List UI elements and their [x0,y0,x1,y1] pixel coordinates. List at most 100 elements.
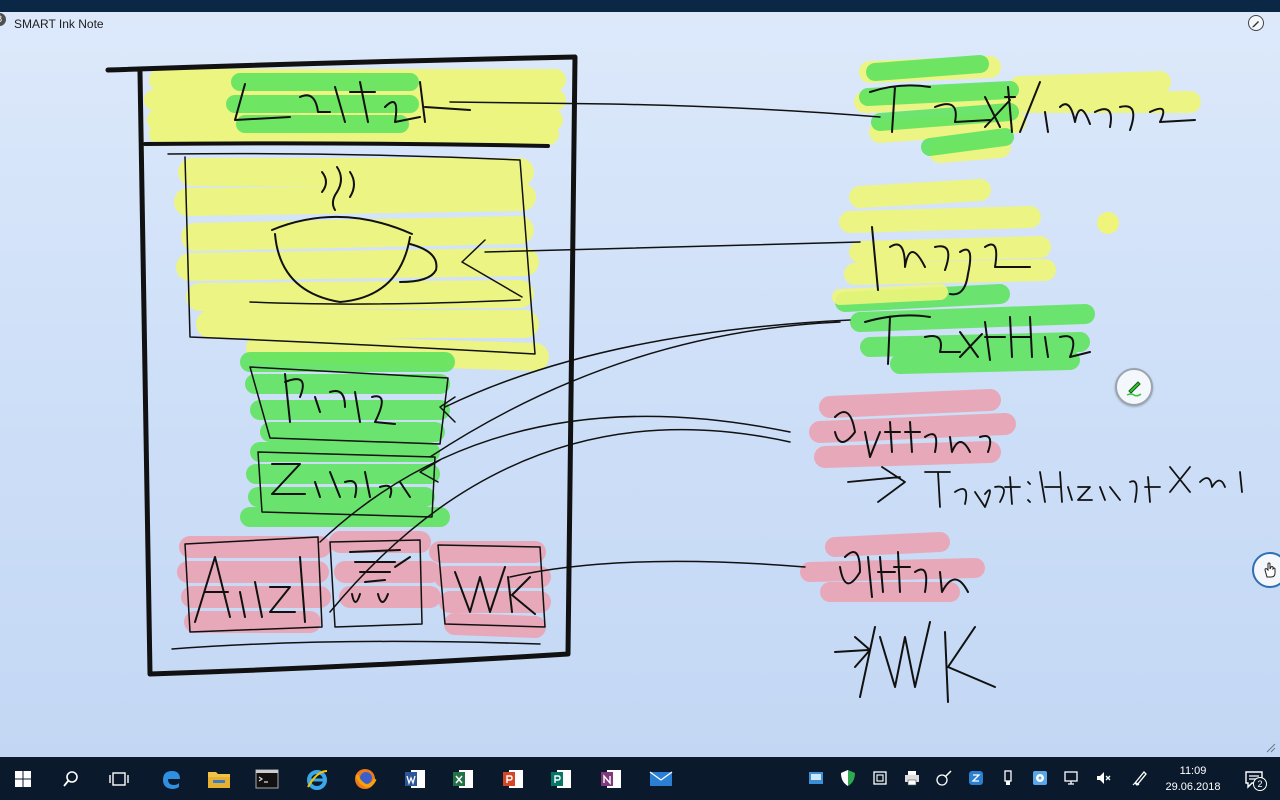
mail-icon [649,770,673,786]
label-buttons [834,411,992,458]
highlighter-tool-button[interactable] [1115,368,1153,406]
cup [271,215,438,303]
anzahl-box [184,536,323,633]
start-button[interactable] [0,757,46,800]
clock-date: 29.06.2018 [1165,781,1221,793]
label-textview [864,314,1091,365]
taskbar-publisher[interactable] [538,757,584,800]
tray-network-drive-icon[interactable] [806,768,826,788]
preis-arrow [439,396,456,423]
tray-network-icon[interactable] [1062,768,1082,788]
phone-header-divider [143,141,550,148]
taskbar-onenote[interactable] [588,757,634,800]
highlight-button-label [800,532,985,602]
textview-connector-2 [429,321,841,458]
buttons-connector-2 [329,428,791,613]
wk-box [437,544,546,628]
label-button [839,551,969,598]
tray-disc-icon[interactable] [1030,768,1050,788]
pen-icon [1252,21,1259,28]
task-view-button[interactable] [96,757,142,800]
ink-canvas[interactable] [0,12,1280,757]
highlight-text-green [859,55,1019,156]
label-toast [847,466,1243,508]
highlight-image-label [839,179,1056,285]
wk-connector [509,560,806,578]
side-toolbar-tab[interactable] [1252,552,1280,588]
title-connector [449,101,881,118]
search-button[interactable] [48,757,94,800]
clock-time: 11:09 [1179,765,1207,777]
cart-strike [394,556,411,568]
window-titlebar[interactable]: 8 SMART Ink Note [0,12,1280,37]
tray-smart-board-icon[interactable] [966,768,986,788]
action-center-button[interactable]: 2 [1236,757,1272,800]
search-icon [63,770,78,787]
taskbar-mail[interactable] [638,757,684,800]
highlight-buttons-label [809,389,1016,468]
tray-printer-icon[interactable] [902,768,922,788]
taskbar-command-prompt[interactable] [244,757,290,800]
taskbar-internet-explorer[interactable] [294,757,340,800]
smart-ink-note-window[interactable]: 8 SMART Ink Note [0,12,1280,757]
label-image [871,226,1031,296]
tray-pen-ink-icon[interactable] [1130,768,1150,788]
steam-lines [321,166,355,211]
title-scribble [234,81,471,123]
onenote-icon [601,769,621,788]
word-icon [405,769,425,788]
tray-shield-icon[interactable] [838,768,858,788]
taskbar-word[interactable] [392,757,438,800]
zutaten-box [257,451,436,518]
start-button-icon [15,770,31,787]
task-view-icon [109,771,129,786]
highlight-textview [835,284,1095,374]
highlight-image-area [174,158,549,371]
anzahl-scribble [194,556,306,623]
image-arrow [461,239,861,298]
wk-scribble [454,566,536,615]
internet-explorer-icon [307,769,328,790]
edge-icon [163,770,180,789]
highlight-dot [1097,212,1119,234]
highlight-preis [240,352,455,442]
label-text-image [869,81,1196,133]
command-prompt-icon [255,769,279,788]
phone-outline [105,54,578,677]
resize-grip-icon[interactable] [1266,743,1276,753]
window-title: SMART Ink Note [14,17,104,31]
zutaten-scribble [271,463,411,498]
taskbar-excel[interactable] [440,757,486,800]
bottom-line [171,640,541,650]
taskbar-firefox[interactable] [342,757,388,800]
highlight-zutaten [240,442,450,527]
highlight-strokes [144,55,1201,638]
ink-strokes [105,54,1243,703]
tray-volume-muted-icon[interactable] [1094,768,1114,788]
app-badge: 8 [0,13,6,26]
taskbar-powerpoint[interactable] [490,757,536,800]
taskbar-edge[interactable] [148,757,194,800]
image-frame [167,152,536,355]
highlight-textview-yellow [832,284,948,305]
tray-smart-pen-icon[interactable] [934,768,954,788]
preis-box [249,366,449,445]
taskbar: 11:09 29.06.2018 2 [0,757,1280,800]
textview-connector-1 [444,319,851,408]
tray-window-icon[interactable] [870,768,890,788]
powerpoint-icon [503,769,523,788]
tray-usb-icon[interactable] [998,768,1018,788]
highlighter-icon [1126,381,1142,397]
buttons-connector-1 [319,415,791,543]
preis-scribble [284,373,396,425]
pen-settings-button[interactable] [1248,15,1264,31]
excel-icon [453,769,473,788]
file-explorer-icon [208,771,230,788]
taskbar-clock[interactable]: 11:09 29.06.2018 [1160,763,1226,795]
saucer [249,299,521,305]
icon-box [329,539,423,628]
publisher-icon [551,769,571,788]
taskbar-file-explorer[interactable] [196,757,242,800]
notification-count: 2 [1253,777,1267,791]
highlight-title-green [226,73,419,133]
